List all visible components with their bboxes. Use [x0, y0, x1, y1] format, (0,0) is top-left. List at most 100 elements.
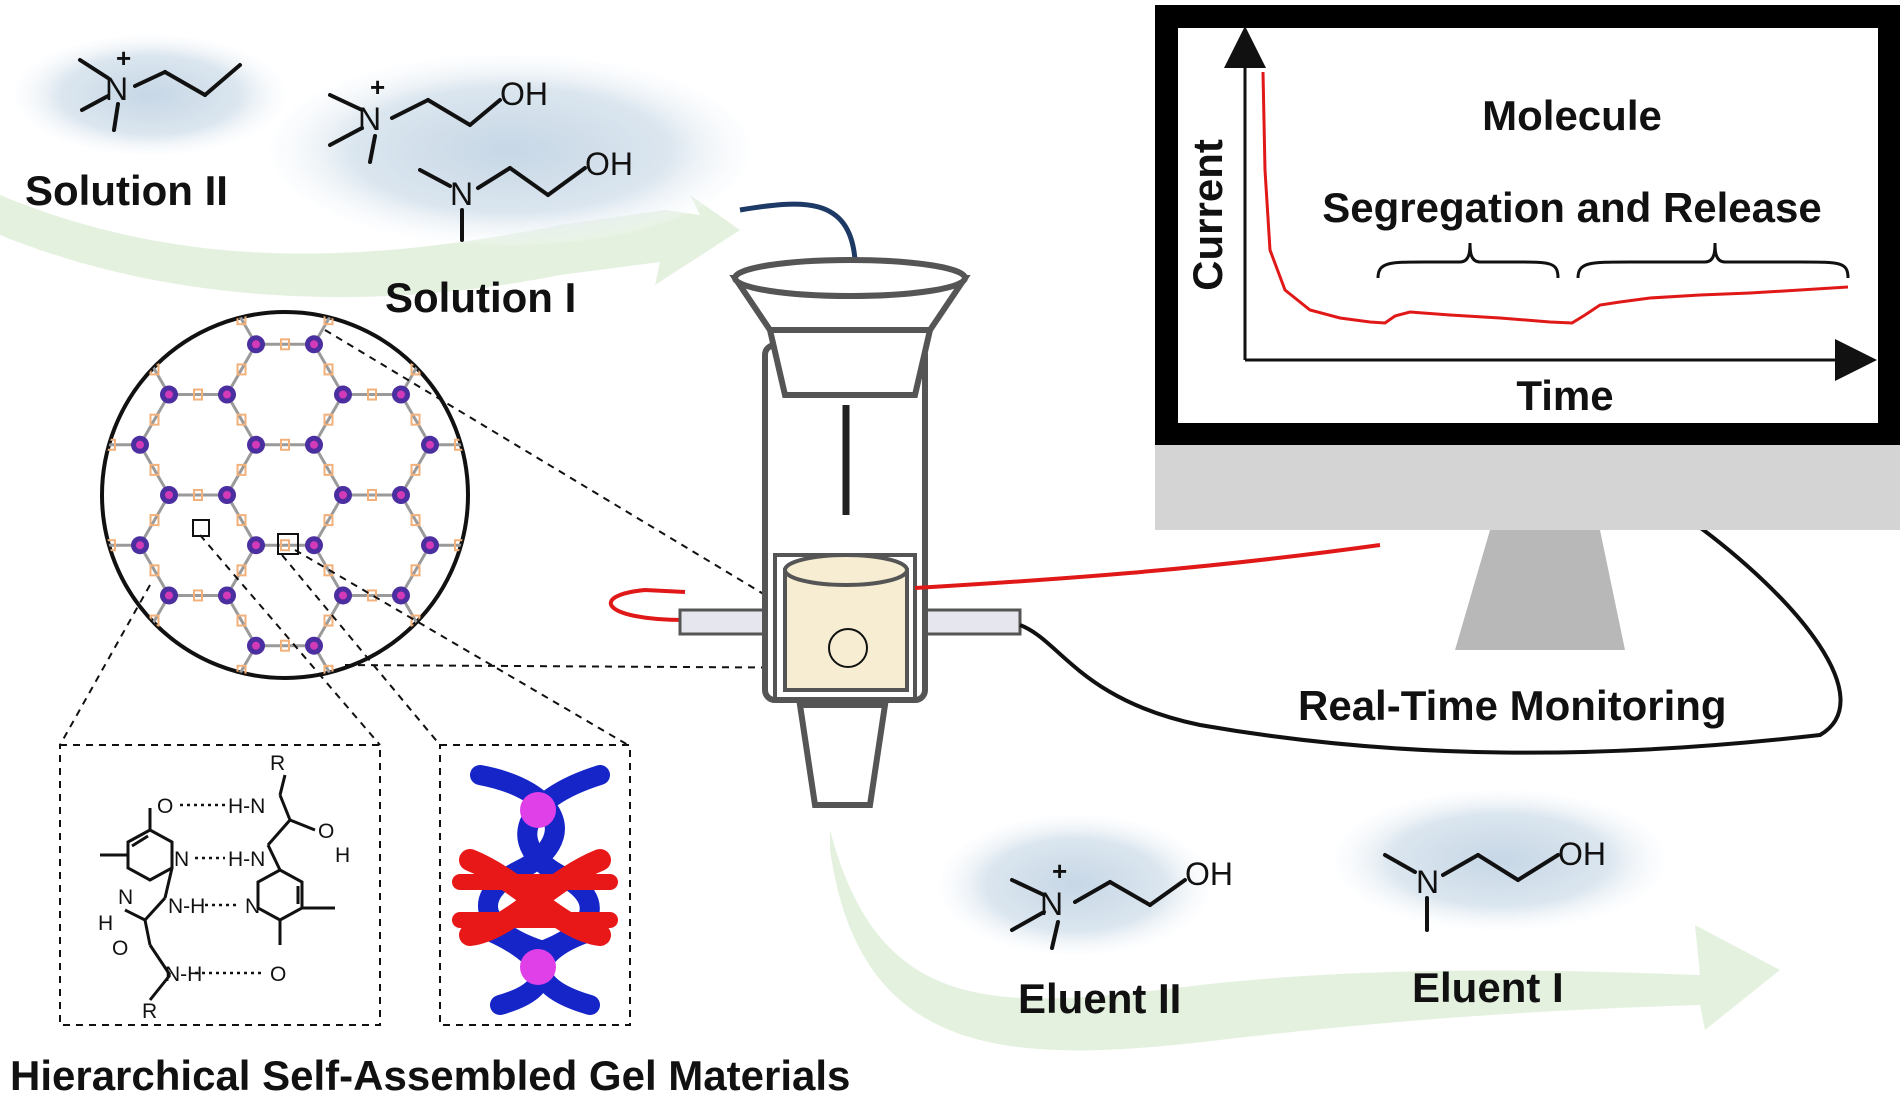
hbond-unit — [238, 214, 246, 224]
dimethylethanolamine-molecule — [418, 166, 587, 242]
network-node-core — [484, 742, 492, 750]
hbond-unit — [455, 942, 463, 952]
hbond-unit — [236, 463, 247, 476]
hbond-unit — [368, 691, 376, 701]
network-linker — [399, 494, 432, 546]
network-node-core — [600, 642, 608, 650]
network-linker — [227, 143, 256, 193]
hbond-unit — [151, 766, 159, 776]
hbond-unit — [64, 364, 72, 374]
network-node-core — [252, 240, 260, 248]
network-node-core — [78, 742, 86, 750]
network-node-core — [49, 391, 57, 399]
hbond-unit — [149, 564, 160, 577]
hbond-unit — [281, 842, 289, 852]
network-linker — [225, 594, 258, 647]
network-node — [44, 486, 62, 504]
network-node-core — [484, 943, 492, 951]
network-node-core — [310, 440, 318, 449]
hbond-unit — [586, 816, 594, 826]
hbond-unit — [586, 967, 594, 977]
network-node — [160, 687, 178, 705]
network-linker — [138, 494, 171, 546]
network-node-core — [513, 591, 521, 599]
network-node — [44, 586, 62, 604]
hbond-unit — [412, 917, 420, 927]
hbond-unit — [542, 390, 550, 400]
hbond-dotted-lines — [180, 803, 265, 975]
network-linker — [53, 696, 82, 746]
network-node-core — [223, 491, 231, 499]
eluent-charge: + — [1052, 856, 1067, 886]
network-linker — [225, 444, 258, 496]
positive-charge: + — [116, 43, 131, 73]
brace-release — [1576, 242, 1850, 279]
hbond-unit — [410, 664, 421, 677]
hbond-unit — [20, 490, 28, 500]
hbond-unit — [106, 639, 116, 652]
metal-ion — [520, 792, 556, 828]
hbond-unit — [323, 363, 334, 376]
network-node — [73, 637, 91, 655]
choline-n: N — [358, 101, 381, 137]
network-linker — [225, 544, 258, 597]
network-node-core — [310, 742, 318, 750]
network-node — [595, 637, 613, 655]
network-linker — [312, 594, 345, 647]
hbond-unit — [499, 465, 507, 475]
network-node — [247, 737, 265, 755]
network-node-core — [513, 491, 521, 499]
atom-hn: H-N — [228, 848, 265, 871]
gel-materials-title: Hierarchical Self-Assembled Gel Material… — [10, 1052, 850, 1099]
hbond-unit — [236, 514, 247, 527]
hbond-unit — [64, 465, 72, 475]
network-linker — [227, 696, 256, 746]
hbond-unit — [106, 338, 116, 351]
hbond-unit — [149, 664, 160, 677]
network-node-core — [484, 441, 492, 449]
network-linker — [53, 595, 82, 645]
network-linker — [399, 393, 432, 446]
hbond-unit — [412, 766, 420, 776]
network-node-core — [49, 692, 57, 700]
network-node — [305, 737, 323, 755]
network-linker — [488, 696, 517, 746]
network-linker — [312, 644, 345, 678]
network-node-core — [426, 541, 434, 550]
hbond-unit — [586, 314, 594, 324]
network-node-core — [310, 843, 318, 851]
network-node-core — [49, 591, 57, 599]
hbond-unit — [236, 564, 247, 577]
network-node — [508, 687, 526, 705]
hbond-unit — [323, 614, 334, 627]
eluent-amine-n: N — [1416, 864, 1439, 900]
network-node-core — [397, 893, 405, 901]
network-linker — [53, 495, 82, 545]
network-node-core — [136, 641, 144, 650]
hbond-inset-box — [59, 744, 381, 1026]
amine-n: N — [450, 176, 473, 212]
network-node — [305, 235, 323, 253]
hbond-unit — [412, 816, 420, 826]
network-linker — [575, 344, 604, 394]
network-node-core — [78, 340, 86, 348]
hbond-atom-labels: O H-N R N H-N O H N N-H N H O N-H O R — [98, 752, 350, 1023]
hbond-unit — [325, 766, 333, 776]
hbond-unit — [542, 590, 550, 600]
network-node — [508, 586, 526, 604]
network-node-core — [513, 692, 521, 700]
network-node-core — [49, 290, 57, 298]
atom-hn: H-N — [228, 795, 265, 818]
atom-o: O — [270, 963, 286, 986]
hbond-unit — [410, 463, 421, 476]
blue-cable — [739, 201, 858, 261]
network-node — [479, 737, 497, 755]
hbond-unit — [454, 639, 464, 652]
network-node-core — [339, 893, 347, 901]
hbond-unit — [323, 564, 334, 577]
network-linker — [575, 646, 604, 696]
network-node — [0, 386, 4, 404]
network-linker — [227, 194, 256, 244]
network-node-core — [571, 692, 579, 700]
